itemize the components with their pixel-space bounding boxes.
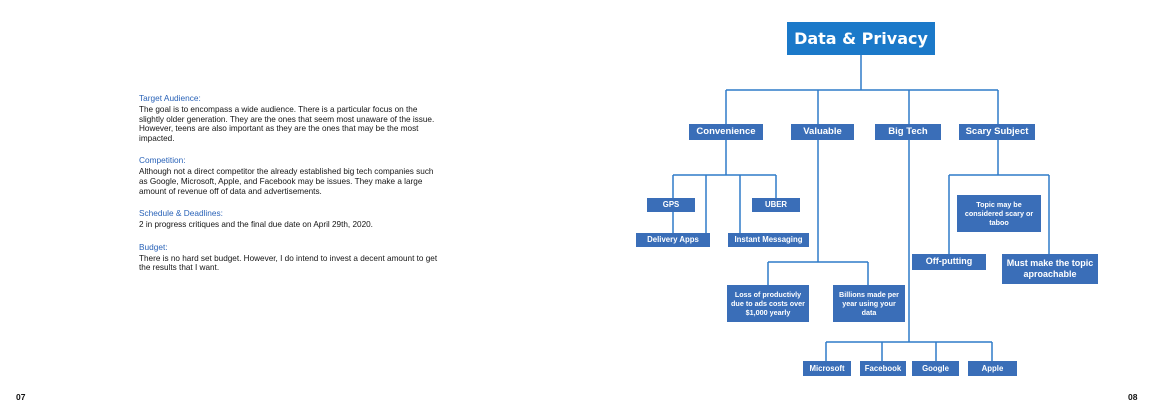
category-scary-subject: Scary Subject [959,124,1035,140]
node-topic-scary-taboo: Topic may be considered scary or taboo [957,195,1041,232]
section-heading: Schedule & Deadlines: [139,208,223,219]
section-body: Although not a direct competitor the alr… [139,167,434,196]
section-heading: Budget: [139,241,168,252]
diagram-title-box: Data & Privacy [787,22,935,55]
node-uber: UBER [752,198,800,212]
node-facebook: Facebook [860,361,906,376]
page-number-right: 08 [1128,392,1138,402]
section-heading: Competition: [139,155,186,166]
page-number-left: 07 [16,392,26,402]
brief-text-column: Target Audience: The goal is to encompas… [139,93,444,285]
section-body: The goal is to encompass a wide audience… [139,105,435,143]
node-off-putting: Off-putting [912,254,986,270]
node-delivery-apps: Delivery Apps [636,233,710,247]
node-instant-messaging: Instant Messaging [728,233,809,247]
section-body: There is no hard set budget. However, I … [139,253,438,273]
node-google: Google [912,361,959,376]
section-heading: Target Audience: [139,93,201,103]
budget-section: Budget: There is no hard set budget. How… [139,242,444,273]
competition-section: Competition: Although not a direct compe… [139,155,444,196]
node-loss-of-productivity: Loss of productivly due to ads costs ove… [727,285,809,322]
target-audience-section: Target Audience: The goal is to encompas… [139,93,444,143]
node-make-approachable: Must make the topic aproachable [1002,254,1098,284]
node-billions-made: Billions made per year using your data [833,285,905,322]
category-big-tech: Big Tech [875,124,941,140]
node-apple: Apple [968,361,1017,376]
node-gps: GPS [647,198,695,212]
category-valuable: Valuable [791,124,854,140]
schedule-section: Schedule & Deadlines: 2 in progress crit… [139,208,444,230]
category-convenience: Convenience [689,124,763,140]
node-microsoft: Microsoft [803,361,851,376]
section-body: 2 in progress critiques and the final du… [139,220,373,230]
